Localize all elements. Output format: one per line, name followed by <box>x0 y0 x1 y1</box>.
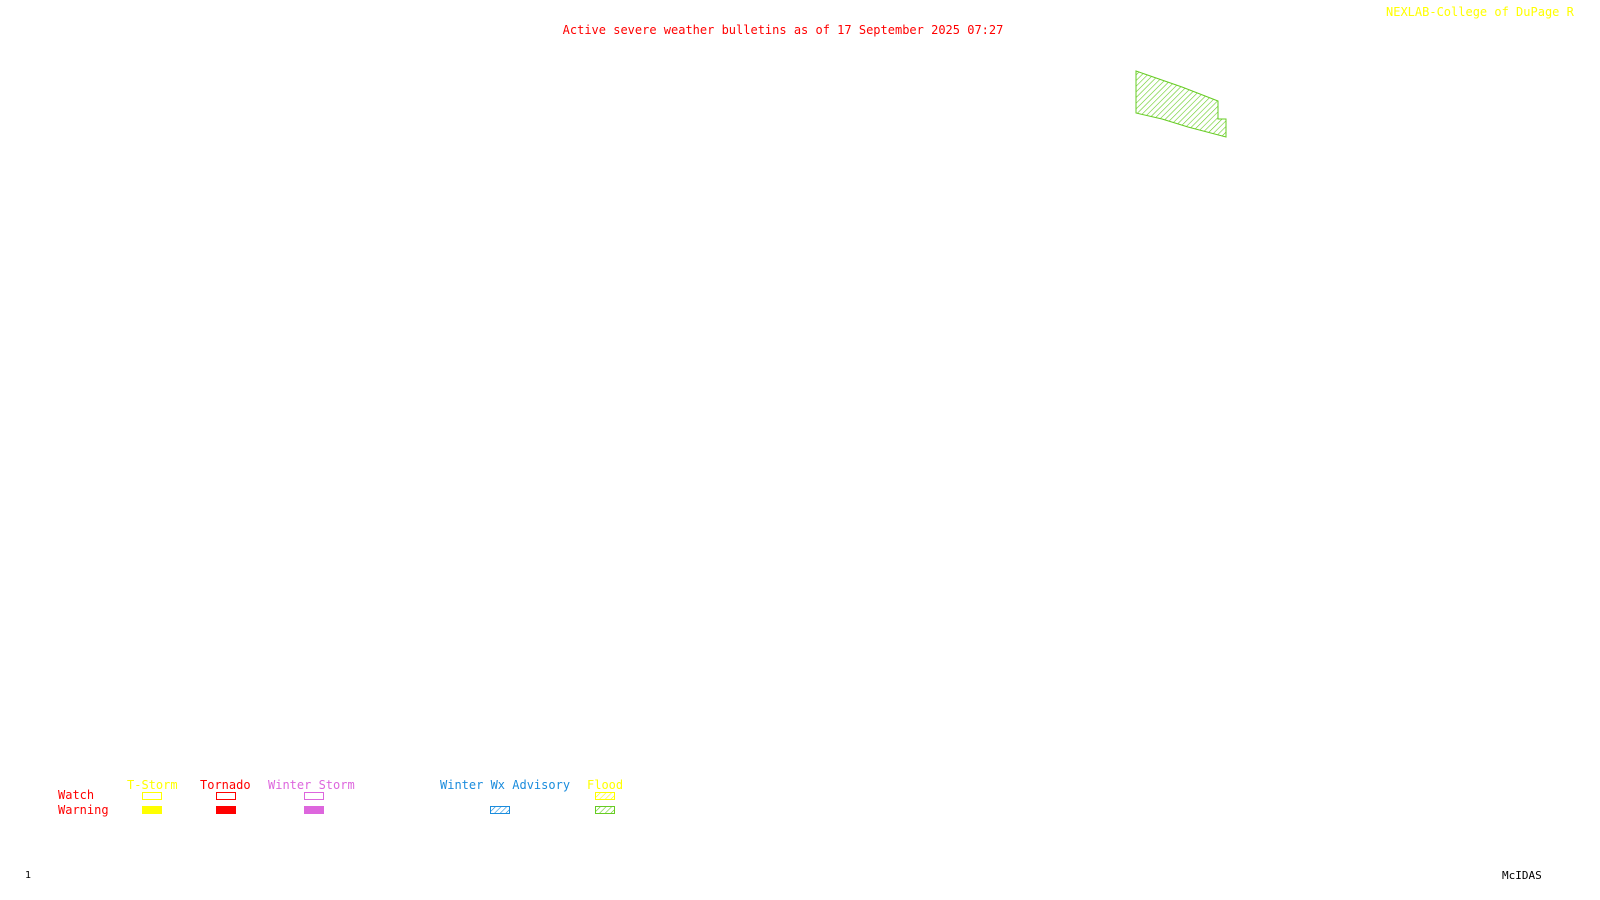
legend-col-tornado: Tornado <box>200 778 251 792</box>
tstorm-watch-swatch <box>142 792 162 800</box>
legend-col-winter-wx-advisory: Winter Wx Advisory <box>440 778 571 792</box>
tornado-warning-swatch <box>216 806 236 814</box>
legend-col-flood: Flood <box>587 778 624 792</box>
legend-col-winter-storm: Winter Storm <box>268 778 355 792</box>
tstorm-warning-swatch <box>142 806 162 814</box>
winter-storm-watch-swatch <box>304 792 324 800</box>
legend-col-tstorm: T-Storm <box>127 778 178 792</box>
brand-label: McIDAS <box>1502 869 1542 882</box>
legend-row-warning: Warning <box>58 803 109 817</box>
winter-storm-warning-swatch <box>304 806 324 814</box>
tornado-watch-swatch <box>216 792 236 800</box>
page-title: Active severe weather bulletins as of 17… <box>562 23 1004 37</box>
winter-wx-advisory-swatch <box>490 806 510 814</box>
flood-watch-swatch <box>595 792 615 800</box>
flood-warning-swatch <box>595 806 615 814</box>
credit-label: NEXLAB-College of DuPage R <box>1386 5 1574 19</box>
legend-row-watch: Watch <box>58 788 95 802</box>
flood-warning-polygon[interactable] <box>1135 70 1227 138</box>
frame-number: 1 <box>25 870 32 881</box>
